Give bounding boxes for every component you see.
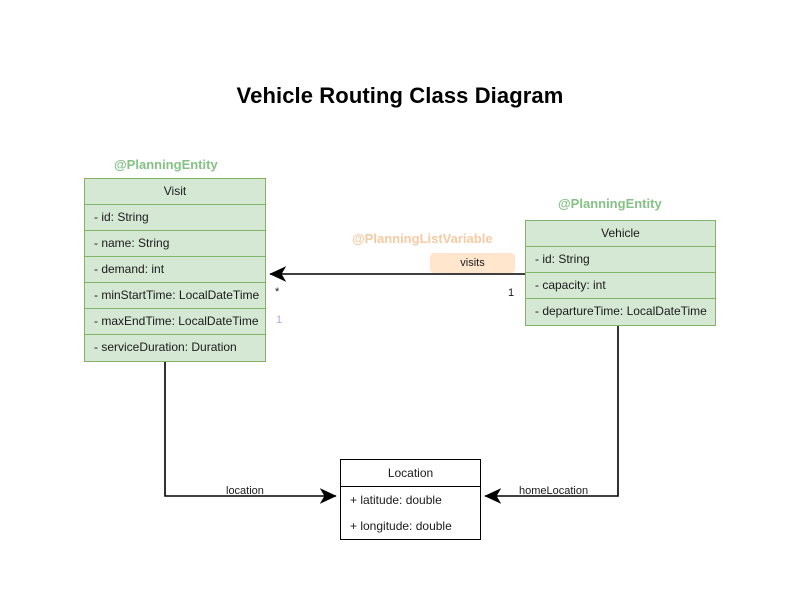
class-name-location: Location (341, 460, 480, 487)
association-label-visits[interactable]: visits (430, 253, 515, 273)
association-label-homelocation: homeLocation (519, 485, 589, 497)
multiplicity-visits-extra: 1 (276, 314, 283, 326)
stereotype-visit: @PlanningEntity (114, 157, 218, 172)
multiplicity-visits-target: * (275, 286, 280, 298)
class-attribute: - capacity: int (526, 273, 715, 299)
class-attribute: - maxEndTime: LocalDateTime (85, 309, 265, 335)
class-attribute: - id: String (85, 205, 265, 231)
class-name-visit: Visit (85, 179, 265, 205)
class-attribute: - demand: int (85, 257, 265, 283)
page-title: Vehicle Routing Class Diagram (236, 83, 564, 108)
class-box-visit[interactable]: Visit - id: String - name: String - dema… (84, 178, 266, 362)
class-attribute: - departureTime: LocalDateTime (535, 304, 707, 318)
class-box-location[interactable]: Location + latitude: double + longitude:… (340, 459, 481, 540)
class-attribute: - serviceDuration: Duration (94, 340, 237, 354)
association-label-location: location (226, 485, 264, 497)
stereotype-vehicle: @PlanningEntity (558, 196, 662, 211)
stereotype-planning-list-variable: @PlanningListVariable (352, 231, 493, 246)
multiplicity-visits-source: 1 (508, 287, 515, 299)
class-attribute: + longitude: double (350, 519, 452, 533)
edge-vehicle-homelocation (484, 322, 619, 504)
class-attribute: - id: String (526, 247, 715, 273)
class-box-vehicle[interactable]: Vehicle - id: String - capacity: int - d… (525, 220, 716, 326)
class-attribute: - minStartTime: LocalDateTime (85, 283, 265, 309)
edge-visit-location (164, 362, 337, 504)
class-name-vehicle: Vehicle (526, 221, 715, 247)
class-attribute: + latitude: double (350, 493, 442, 507)
class-attribute: - name: String (85, 231, 265, 257)
